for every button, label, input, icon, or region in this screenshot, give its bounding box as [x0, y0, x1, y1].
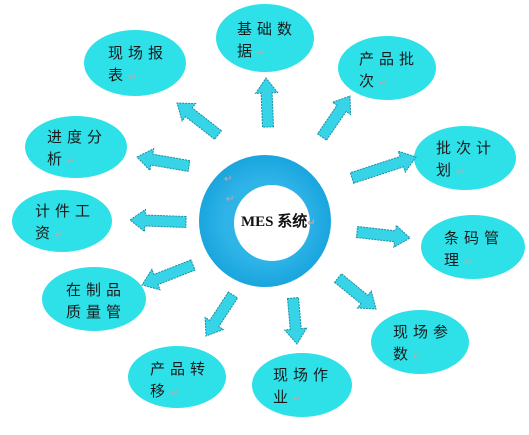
label-line: 现场报 — [108, 44, 169, 62]
node-site-params — [371, 310, 469, 374]
label-line: 业↵ — [273, 386, 333, 411]
label-line: 划↵ — [436, 159, 496, 184]
paragraph-mark-icon: ↵ — [293, 394, 302, 405]
label-line-text: 表 — [108, 66, 129, 84]
label-line-text: 析 — [47, 150, 68, 168]
label-line: 理↵ — [444, 249, 504, 274]
label-line-text: 资 — [35, 224, 56, 242]
label-line-text: 次 — [359, 72, 380, 90]
arrow-group — [129, 77, 417, 345]
node-product-transfer — [128, 346, 226, 408]
label-line-text: 理 — [444, 251, 465, 269]
label-line: 资↵ — [35, 222, 95, 247]
label-line: 基础数 — [237, 20, 298, 38]
label-line: 据↵ — [237, 40, 297, 65]
label-line: 析↵ — [47, 148, 107, 173]
node-basic-data — [216, 4, 314, 72]
node-progress-analysis — [25, 116, 127, 178]
arrow-to-production-batch — [316, 95, 352, 141]
paragraph-mark-icon: ↵ — [226, 194, 235, 205]
node-barcode-mgmt — [421, 215, 525, 279]
label-site-params: 现场参 数↵ — [393, 321, 453, 368]
arrow-to-site-work — [283, 296, 308, 345]
paragraph-mark-icon: ↵ — [170, 388, 179, 399]
arrow-to-product-transfer — [204, 291, 239, 337]
paragraph-mark-icon: ↵ — [456, 167, 465, 178]
node-site-work — [252, 353, 352, 417]
label-batch-plan: 批次计 划↵ — [436, 137, 496, 184]
label-site-report: 现场报 表↵ — [108, 42, 168, 89]
paragraph-mark-icon: ↵ — [257, 48, 266, 59]
label-line-text: 移 — [150, 382, 171, 400]
label-line: 产品批 — [359, 50, 420, 68]
label-line: 表↵ — [108, 64, 168, 89]
arrow-to-progress-analysis — [136, 147, 191, 172]
label-line-text: 业 — [273, 388, 294, 406]
arrow-to-site-params — [333, 272, 377, 310]
label-line: 产品转 — [150, 360, 211, 378]
paragraph-mark-icon: ↵ — [379, 78, 388, 89]
label-line: 在制品 — [66, 281, 127, 299]
paragraph-mark-icon: ↵ — [464, 257, 473, 268]
arrow-to-piece-wage — [129, 208, 187, 233]
label-piece-wage: 计件工 资↵ — [35, 200, 95, 247]
label-progress-analysis: 进度分 析↵ — [47, 126, 107, 173]
label-line: 批次计 — [436, 139, 497, 157]
label-line: 质量管 — [66, 301, 126, 323]
label-line: 条码管 — [444, 229, 505, 247]
center-label: MES 系统↵ — [241, 210, 321, 231]
label-production-batch: 产品批 次↵ — [359, 48, 419, 95]
node-piece-wage — [12, 190, 112, 252]
arrow-to-wip-quality — [141, 259, 196, 291]
arrow-to-site-report — [176, 102, 223, 140]
paragraph-mark-icon: ↵ — [55, 230, 64, 241]
label-site-work: 现场作 业↵ — [273, 364, 333, 411]
arrow-to-batch-plan — [349, 150, 417, 184]
paragraph-mark-icon: ↵ — [67, 156, 76, 167]
label-product-transfer: 产品转 移↵ — [150, 358, 210, 405]
label-line: 次↵ — [359, 70, 419, 95]
label-line: 现场作 — [273, 366, 334, 384]
label-line-text: 划 — [436, 161, 457, 179]
paragraph-mark-icon: ↵ — [128, 72, 137, 83]
arrow-to-basic-data — [254, 77, 279, 128]
node-production-batch — [338, 36, 436, 100]
center-label-text: MES 系统 — [241, 214, 308, 230]
label-line: 计件工 — [35, 202, 96, 220]
label-line: 现场参 — [393, 323, 454, 341]
node-group — [12, 4, 525, 417]
paragraph-mark-icon: ↵ — [413, 351, 422, 362]
node-site-report — [84, 30, 186, 96]
node-batch-plan — [414, 126, 516, 190]
label-line: 移↵ — [150, 380, 210, 405]
label-line-text: 数 — [393, 345, 414, 363]
label-line-text: 质量管 — [66, 303, 127, 321]
paragraph-mark-icon: ↵ — [224, 174, 233, 185]
label-basic-data: 基础数 据↵ — [237, 18, 297, 65]
label-line-text: 据 — [237, 42, 258, 60]
node-wip-quality — [42, 267, 146, 331]
label-line: 进度分 — [47, 128, 108, 146]
arrow-to-barcode-mgmt — [355, 224, 411, 249]
label-line: 数↵ — [393, 343, 453, 368]
paragraph-mark-icon: ↵ — [307, 218, 316, 229]
label-wip-quality: 在制品 质量管 — [66, 279, 126, 323]
label-barcode-mgmt: 条码管 理↵ — [444, 227, 504, 274]
center-hole — [234, 185, 310, 261]
